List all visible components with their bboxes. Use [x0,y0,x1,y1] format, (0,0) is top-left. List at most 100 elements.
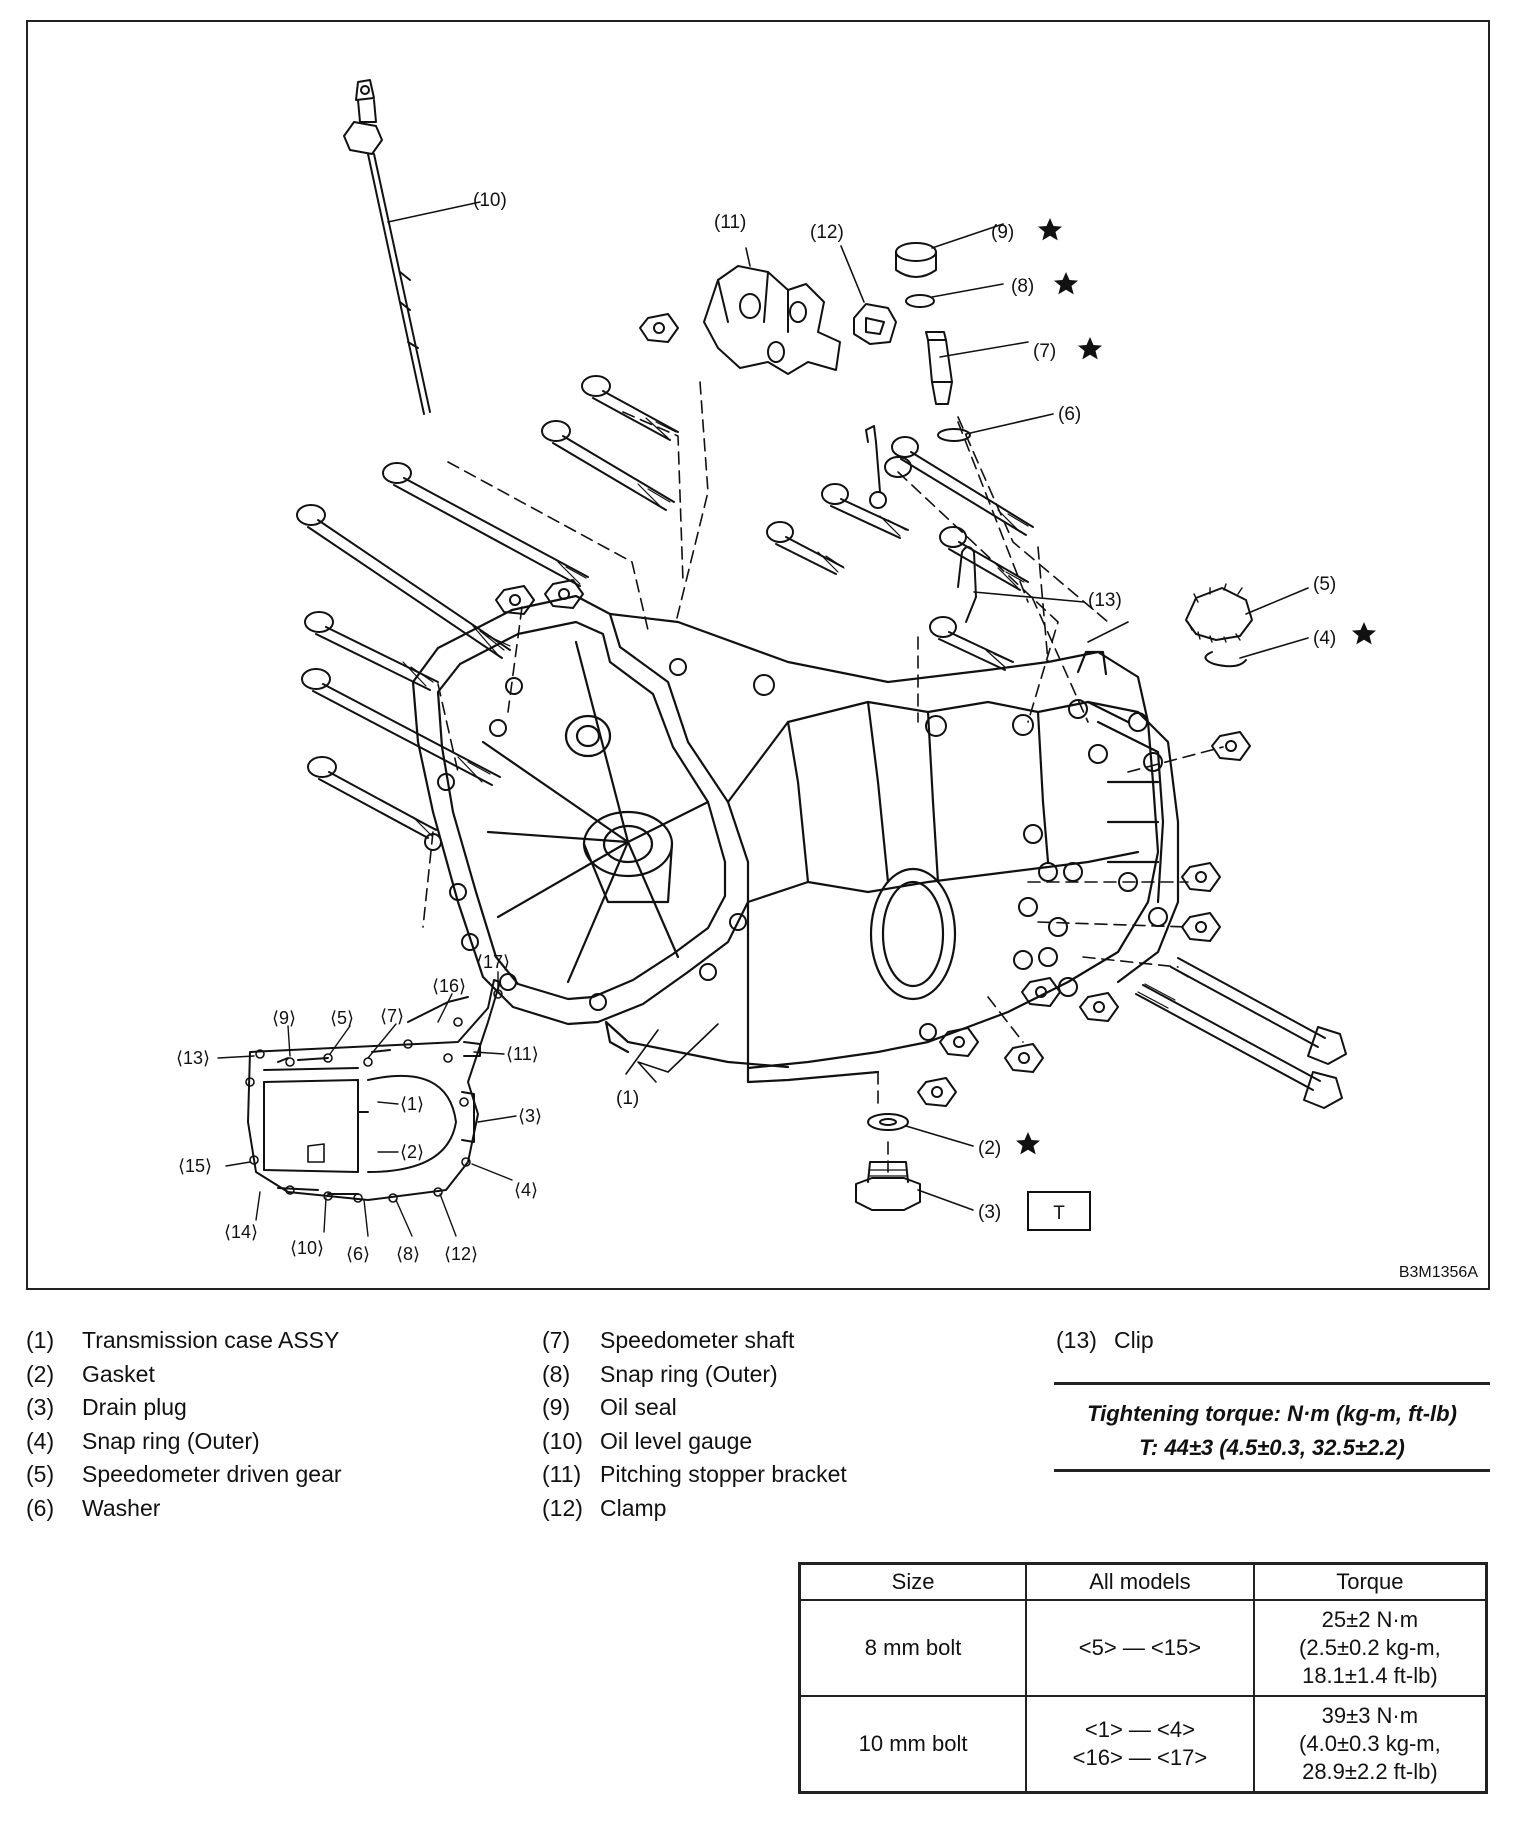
cell-models: <1> — <4> <16> — <17> [1025,1695,1255,1794]
torque-marker: T [1027,1191,1091,1231]
legend-label: Speedometer driven gear [82,1461,342,1487]
inset-callout-16: ⟨16⟩ [432,976,466,996]
cell-line: (2.5±0.2 kg-m, [1299,1635,1441,1660]
inset-leader-lines [217,971,517,1237]
star-icon [1038,218,1062,241]
legend-label: Washer [82,1494,161,1521]
cell-line: 18.1±1.4 ft-lb) [1302,1663,1438,1688]
bolt-location-inset [245,979,503,1203]
callout-13: (13) [1088,590,1122,611]
legend-number: (13) [1056,1327,1097,1353]
oil-seal [895,242,937,278]
installation-guide-lines [422,381,1224,1173]
pitching-stopper-bracket [703,265,841,375]
speedometer-driven-gear [1185,583,1253,643]
callout-11: (11) [714,212,746,233]
parts-legend-column-2: (7)Speedometer shaft (8) Snap ring (Outer… [542,1324,847,1525]
cell-line: <5> — <15> [1078,1635,1202,1660]
inset-callout-15: ⟨15⟩ [178,1156,212,1176]
legend-item: (7)Speedometer shaft [542,1324,847,1358]
transmission-case-body [411,594,1180,1084]
legend-item: (9)Oil seal [542,1391,847,1425]
bolt [821,483,909,539]
transmission-case-diagram: (10) (11) (12) (9) (8) (7) (6) (13) (5) … [176,79,1376,1264]
inset-callout-11: ⟨11⟩ [506,1044,539,1064]
legend-item: (11)Pitching stopper bracket [542,1458,847,1492]
table-header-row: Size All models Torque [798,1562,1488,1601]
column-header-size: Size [798,1562,1028,1601]
callout-8: (8) [1011,276,1034,297]
inset-callout-7: ⟨7⟩ [380,1006,404,1026]
leader-lines [387,201,1309,1211]
inset-callout-5: ⟨5⟩ [330,1008,354,1028]
figure-code: B3M1356A [1398,1264,1478,1281]
legend-item: (5) Speedometer driven gear [26,1458,342,1492]
legend-label: Snap ring (Outer) [600,1360,778,1387]
inset-callout-10: ⟨10⟩ [290,1238,324,1258]
callout-12: (12) [810,222,844,243]
case-bolts-left [296,375,1034,839]
bolt [296,504,511,659]
callout-9: (9) [991,222,1014,243]
wire [865,425,887,509]
cell-torque: 25±2 N·m (2.5±0.2 kg-m, 18.1±1.4 ft-lb) [1252,1599,1488,1697]
snap-ring-lower [1204,651,1247,668]
legend-label: Drain plug [82,1394,187,1420]
legend-label: Speedometer shaft [600,1327,795,1353]
bolt [382,462,589,587]
bolt [929,616,1014,671]
parts-legend-column-3: (13) Clip [1056,1324,1154,1358]
cell-models: <5> — <15> [1025,1599,1255,1697]
cell-line: <16> — <17> [1072,1745,1208,1770]
inset-callout-17: ⟨17⟩ [476,952,510,972]
drain-plug [855,1161,921,1211]
bolt [301,668,501,786]
legend-number: (2) [26,1360,55,1387]
nuts [495,313,1251,1107]
legend-label: Gasket [82,1360,155,1387]
inset-callout-6: ⟨6⟩ [346,1244,370,1264]
replace-markers [1016,218,1376,1155]
exploded-diagram-panel: (10) (11) (12) (9) (8) (7) (6) (13) (5) … [26,20,1490,1290]
legend-label: Clamp [600,1494,667,1521]
clamp [853,303,897,345]
parts-legend-column-1: (1)Transmission case ASSY (2)Gasket (3)D… [26,1324,342,1525]
column-header-models: All models [1025,1562,1255,1601]
washer [937,428,971,442]
column-header-torque: Torque [1252,1562,1488,1601]
bolt [884,456,912,478]
inset-callout-3: ⟨3⟩ [518,1106,542,1126]
inset-callout-14: ⟨14⟩ [224,1222,258,1242]
bolt [541,420,675,511]
legend-item: (4)Snap ring (Outer) [26,1425,342,1459]
cell-line: 28.9±2.2 ft-lb) [1302,1759,1438,1784]
legend-number: (1) [26,1327,55,1353]
table-row: 8 mm bolt <5> — <15> 25±2 N·m (2.5±0.2 k… [798,1599,1488,1697]
bolt [766,521,845,575]
callout-3: (3) [978,1202,1001,1223]
cell-line: <1> — <4> [1084,1717,1195,1742]
case-bolts-right [1135,957,1347,1109]
cell-line: (4.0±0.3 kg-m, [1299,1731,1441,1756]
torque-note-heading: Tightening torque: N·m (kg-m, ft-lb) [1087,1401,1457,1426]
legend-number: (5) [26,1461,55,1487]
legend-number: (6) [26,1494,55,1521]
bolt [307,756,439,839]
clip [957,546,977,623]
star-icon [1016,1132,1040,1155]
cell-line: 39±3 N·m [1321,1703,1419,1728]
legend-item: (8) Snap ring (Outer) [542,1358,847,1392]
cell-size: 10 mm bolt [798,1695,1028,1794]
legend-number: (8) [542,1360,571,1387]
inset-callout-4: ⟨4⟩ [514,1180,538,1200]
speedometer-shaft [925,331,953,405]
legend-number: (12) [542,1494,583,1521]
legend-item: (12) Clamp [542,1492,847,1526]
star-icon [1352,622,1376,645]
cell-line: 25±2 N·m [1321,1607,1419,1632]
star-icon [1054,272,1078,295]
bolt [304,611,439,691]
legend-label: Clip [1114,1327,1154,1353]
bolt [581,375,679,441]
oil-level-gauge [343,79,431,415]
